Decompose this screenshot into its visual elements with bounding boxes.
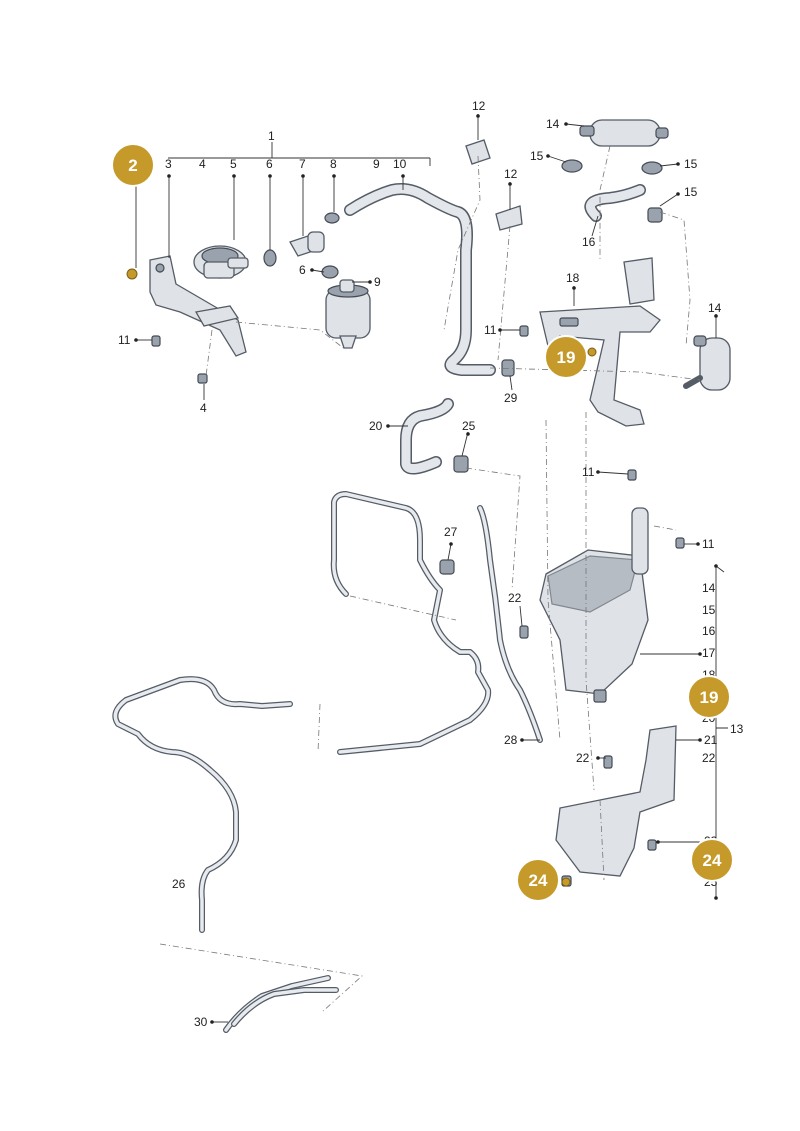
callout-9b: 9 <box>374 275 381 289</box>
callout-12a: 12 <box>472 99 486 113</box>
callout-15b: 15 <box>684 157 698 171</box>
callout-22a: 22 <box>702 751 716 765</box>
callout-8: 8 <box>330 157 337 171</box>
callout-10: 10 <box>393 157 407 171</box>
clip-15-c <box>647 207 663 223</box>
pump-14-top <box>579 119 669 147</box>
pump-14-right <box>683 335 731 391</box>
pipe-26 <box>112 676 293 933</box>
callout-12b: 12 <box>504 167 518 181</box>
badge-19-marker <box>587 347 597 357</box>
badge-19-center-label: 19 <box>557 348 576 367</box>
callout-4b: 4 <box>200 401 207 415</box>
clamp-12-top <box>465 139 491 165</box>
bracket-21 <box>555 725 677 877</box>
callout-15c: 15 <box>684 185 698 199</box>
callout-22b: 22 <box>508 591 522 605</box>
callout-13: 13 <box>730 722 744 736</box>
callout-11a: 11 <box>118 333 131 347</box>
callout-18: 18 <box>566 271 580 285</box>
callout-21: 21 <box>704 733 718 747</box>
valve-5 <box>193 245 249 279</box>
badge-24-left-label: 24 <box>529 871 548 890</box>
connector-7 <box>289 231 325 257</box>
bolt-23 <box>647 839 657 851</box>
callout-11d: 11 <box>702 537 715 551</box>
callout-15d: 15 <box>702 603 716 617</box>
callout-25: 25 <box>462 419 476 433</box>
hose-10 <box>344 183 496 376</box>
callout-14c: 14 <box>702 581 716 595</box>
connector-29 <box>501 359 515 377</box>
badge-2-marker <box>126 268 138 280</box>
badge-24-marker <box>561 877 571 887</box>
bolt-11-right <box>627 469 637 481</box>
callout-9a: 9 <box>373 157 380 171</box>
hose-16 <box>584 184 646 222</box>
badge-19-center[interactable]: 19 <box>544 335 588 379</box>
callout-6b: 6 <box>299 263 306 277</box>
clamp-25 <box>453 455 469 473</box>
callout-7: 7 <box>299 157 306 171</box>
callout-16b: 16 <box>702 624 716 638</box>
bolt-11-far <box>675 537 685 549</box>
pipe-30 <box>223 975 339 1033</box>
clip-15-a <box>561 159 583 173</box>
badge-19-right-label: 19 <box>700 688 719 707</box>
leader-dots <box>134 114 718 1024</box>
callout-6a: 6 <box>266 157 273 171</box>
bolt-11-mid <box>519 325 529 337</box>
callout-14b: 14 <box>708 301 722 315</box>
callout-labels: 1 3 4 5 6 7 8 9 10 11 4 6 9 12 12 14 15 … <box>118 99 744 1029</box>
callout-20: 20 <box>369 419 383 433</box>
callout-14a: 14 <box>546 117 560 131</box>
callout-22c: 22 <box>576 751 590 765</box>
hose-20 <box>400 398 454 475</box>
bolt-11-left <box>151 335 161 347</box>
callout-11c: 11 <box>582 465 595 479</box>
callout-17: 17 <box>702 646 716 660</box>
clip-15-b <box>641 161 663 175</box>
callout-26: 26 <box>172 877 186 891</box>
callout-27: 27 <box>444 525 458 539</box>
callout-29: 29 <box>504 391 518 405</box>
badge-24-left[interactable]: 24 <box>516 858 560 902</box>
clamp-27 <box>439 559 455 575</box>
group-1-bracket <box>168 142 431 166</box>
leader-lines <box>135 114 728 1023</box>
pipe-28 <box>477 505 543 743</box>
callout-4a: 4 <box>199 157 206 171</box>
pipe-line-left <box>330 491 492 755</box>
badge-2-label: 2 <box>128 156 137 175</box>
callout-5: 5 <box>230 157 237 171</box>
callout-11b: 11 <box>484 323 497 337</box>
clamp-12-right <box>495 205 523 231</box>
bolt-22-b <box>603 755 613 769</box>
callout-3: 3 <box>165 157 172 171</box>
clamp-8 <box>324 212 340 224</box>
screw-4 <box>197 373 208 384</box>
badge-24-right-label: 24 <box>703 851 722 870</box>
callout-15a: 15 <box>530 149 544 163</box>
badge-2[interactable]: 2 <box>111 143 155 187</box>
canister-17 <box>539 507 649 703</box>
callout-28: 28 <box>504 733 518 747</box>
callout-16a: 16 <box>582 235 596 249</box>
callout-30: 30 <box>194 1015 208 1029</box>
badge-19-right[interactable]: 19 <box>687 675 731 719</box>
filter-9 <box>325 279 371 349</box>
mounting-bracket-3 <box>149 255 247 357</box>
bolt-22-a <box>519 625 529 639</box>
callout-1: 1 <box>268 129 275 143</box>
badge-24-right[interactable]: 24 <box>690 838 734 882</box>
assembly-lines <box>159 145 701 1013</box>
